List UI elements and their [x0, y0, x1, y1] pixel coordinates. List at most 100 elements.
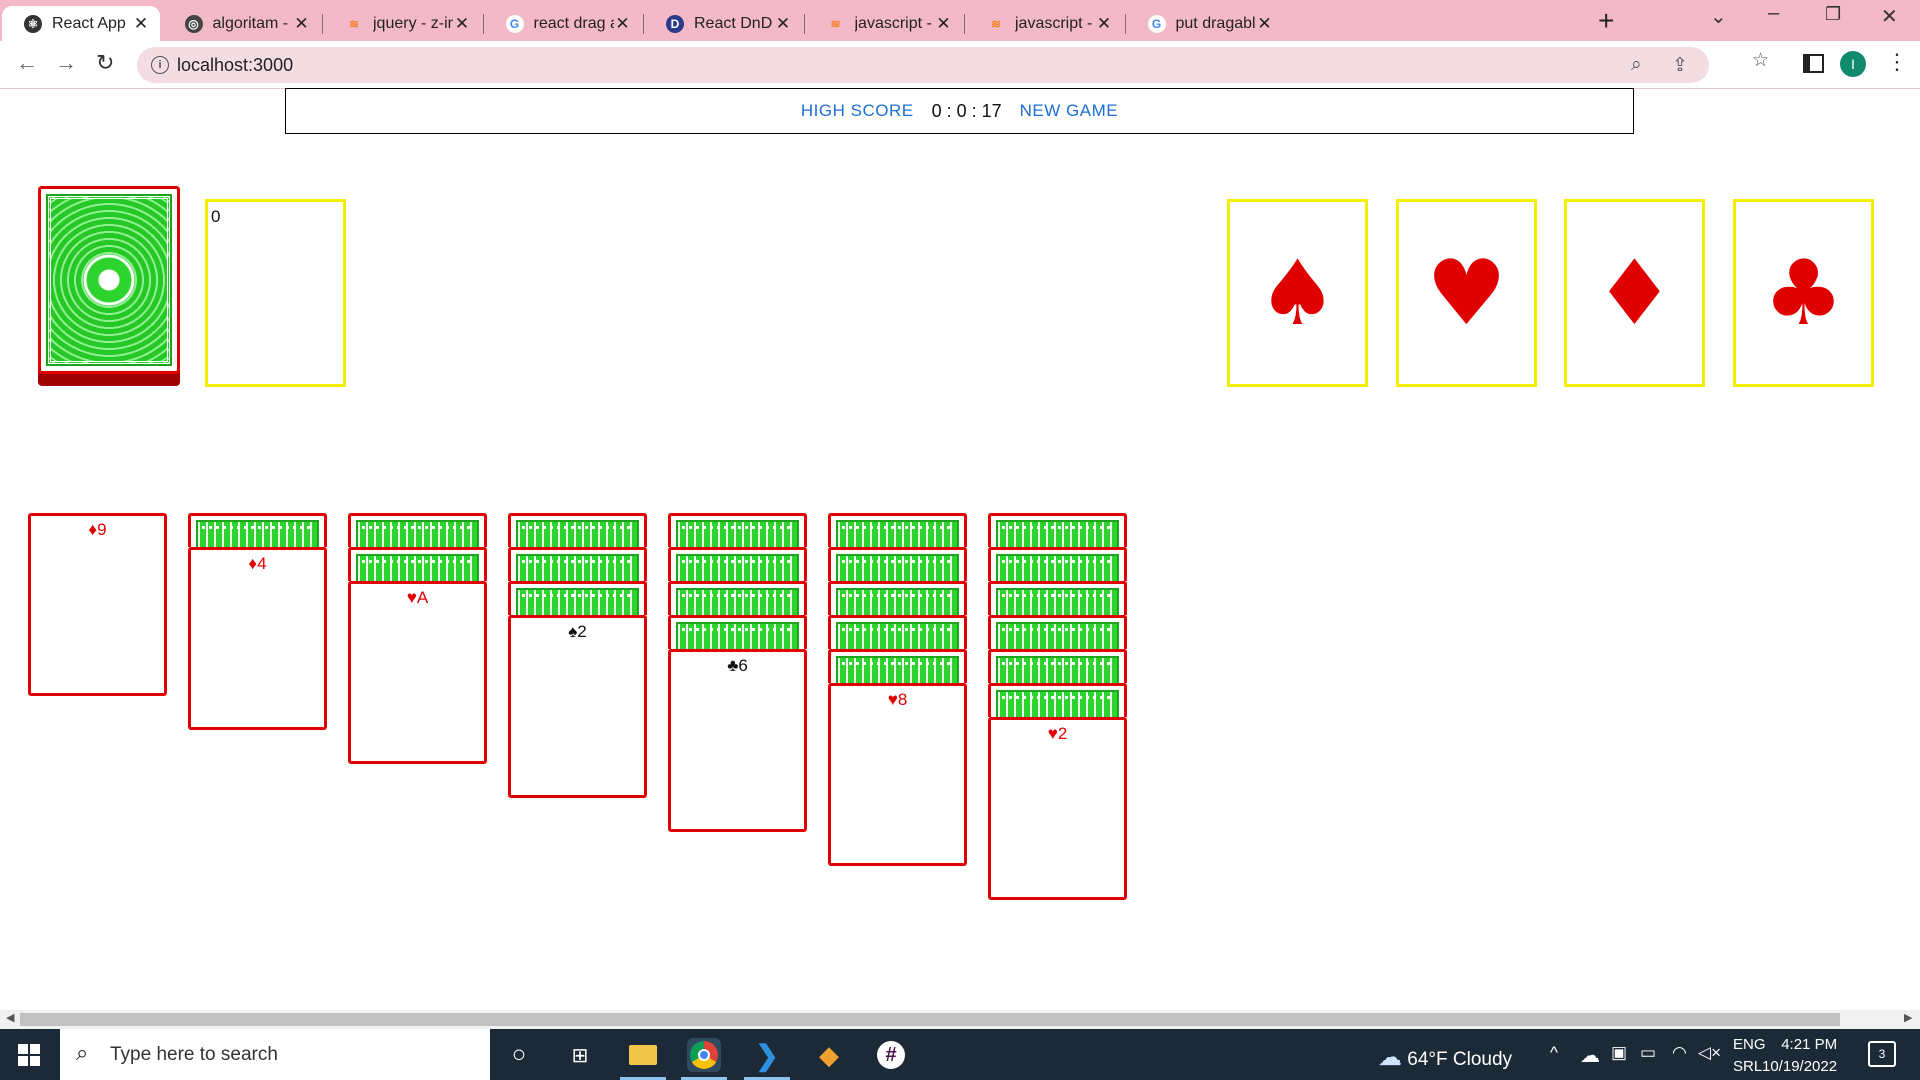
cloud-icon: ☁	[1378, 1044, 1402, 1071]
tab-title: React DnD	[694, 14, 773, 32]
stock-card-back[interactable]	[38, 186, 180, 374]
card-back-pattern	[996, 690, 1119, 717]
taskbar-search-input[interactable]: ⌕ Type here to search	[60, 1029, 490, 1080]
browser-tab[interactable]: ◎algoritam - Prevu✕	[163, 6, 321, 41]
card-back-pattern	[836, 622, 959, 649]
card-back-pattern	[996, 554, 1119, 581]
tab-close-icon[interactable]: ✕	[133, 13, 149, 33]
waste-pile[interactable]: 0	[205, 199, 346, 387]
card-back-pattern	[836, 656, 959, 683]
tab-search-chevron-icon[interactable]: ⌄	[1710, 6, 1727, 28]
face-up-card[interactable]: ♥2	[988, 717, 1127, 900]
chrome-active-indicator	[681, 1077, 727, 1080]
browser-tab[interactable]: ≋javascript - Prevu✕	[965, 6, 1123, 41]
react-app-icon: ⚛	[24, 14, 42, 33]
foundation-clubs[interactable]: ♣	[1733, 199, 1874, 387]
restore-icon[interactable]: ❐	[1825, 4, 1842, 24]
tab-separator	[803, 14, 805, 34]
card-back-pattern	[196, 520, 319, 547]
vscode-active-indicator	[744, 1077, 790, 1080]
stock-pile[interactable]	[38, 186, 180, 386]
url-text[interactable]: localhost:3000	[177, 55, 294, 75]
slack-icon[interactable]: #	[874, 1038, 908, 1072]
foundation-spades[interactable]: ♠	[1227, 199, 1368, 387]
face-up-card[interactable]: ♦4	[188, 547, 327, 730]
tab-close-icon[interactable]: ✕	[615, 13, 630, 33]
horizontal-scrollbar[interactable]: ◀ ▶	[0, 1010, 1920, 1029]
notification-center-icon[interactable]: 3	[1868, 1041, 1896, 1067]
reload-icon[interactable]: ↻	[96, 50, 115, 75]
browser-tab[interactable]: ⚛React App✕	[2, 6, 160, 41]
face-down-card	[988, 615, 1127, 649]
language-indicator[interactable]: ENG SRL	[1733, 1034, 1766, 1078]
volume-muted-icon[interactable]: ◁×	[1698, 1043, 1722, 1062]
close-window-icon[interactable]: ✕	[1881, 6, 1898, 28]
tab-title: javascript - Prevu	[1015, 14, 1095, 32]
card-label: ♠2	[568, 622, 587, 641]
meet-now-icon[interactable]: ▣	[1611, 1043, 1628, 1062]
zoom-icon[interactable]: ⌕	[1631, 54, 1642, 75]
tab-close-icon[interactable]: ✕	[936, 13, 951, 33]
card-back-pattern	[46, 194, 172, 366]
share-icon[interactable]: ⇪	[1672, 55, 1688, 76]
tab-title: javascript - How t	[854, 14, 935, 32]
windows-taskbar: ⌕ Type here to search ○ ⊞ ❯ ◆ # ☁ 64°F C…	[0, 1029, 1920, 1080]
scroll-right-arrow-icon[interactable]: ▶	[1904, 1012, 1913, 1024]
system-clock[interactable]: 4:21 PM 10/19/2022	[1762, 1034, 1837, 1078]
profile-avatar[interactable]: I	[1840, 51, 1866, 77]
tab-close-icon[interactable]: ✕	[454, 13, 470, 33]
browser-tab[interactable]: ≋jquery - z-index c✕	[323, 6, 481, 41]
git-kraken-icon[interactable]: ◆	[819, 1039, 839, 1070]
lang-code: ENG	[1733, 1036, 1766, 1053]
minimize-icon[interactable]: –	[1768, 2, 1780, 24]
face-up-card[interactable]: ♠2	[508, 615, 647, 798]
wifi-icon[interactable]: ◠	[1672, 1043, 1687, 1062]
scroll-left-arrow-icon[interactable]: ◀	[6, 1012, 15, 1024]
tab-close-icon[interactable]: ✕	[775, 13, 791, 33]
file-explorer-icon[interactable]	[626, 1038, 660, 1072]
clock-time: 4:21 PM	[1781, 1036, 1838, 1053]
new-game-link[interactable]: NEW GAME	[1019, 101, 1119, 120]
windows-start-icon[interactable]	[18, 1044, 40, 1066]
scrollbar-thumb[interactable]	[20, 1013, 1840, 1026]
face-down-card	[348, 513, 487, 547]
cortana-icon[interactable]: ○	[511, 1041, 527, 1068]
face-down-card	[508, 513, 647, 547]
card-back-pattern	[836, 554, 959, 581]
site-info-icon[interactable]: i	[151, 56, 169, 74]
bookmark-star-icon[interactable]: ☆	[1752, 50, 1770, 71]
card-label: ♥A	[406, 588, 429, 607]
foundation-hearts[interactable]: ♥	[1396, 199, 1537, 387]
task-view-icon[interactable]: ⊞	[571, 1044, 589, 1067]
forward-arrow-icon[interactable]: →	[55, 50, 77, 75]
address-bar[interactable]: i localhost:3000 ⇪ ⌕	[137, 47, 1709, 83]
tab-title: algoritam - Prevu	[212, 14, 293, 32]
show-hidden-icons-chevron-icon[interactable]: ^	[1550, 1043, 1558, 1062]
face-up-card[interactable]: ♣6	[668, 649, 807, 832]
tab-close-icon[interactable]: ✕	[294, 13, 309, 33]
menu-kebab-icon[interactable]: ⋮	[1886, 49, 1908, 74]
back-arrow-icon[interactable]: ←	[16, 50, 38, 75]
chrome-icon[interactable]	[687, 1038, 721, 1072]
high-score-link[interactable]: HIGH SCORE	[800, 101, 914, 120]
onedrive-cloud-icon[interactable]: ☁	[1580, 1045, 1600, 1067]
weather-widget[interactable]: ☁ 64°F Cloudy	[1378, 1043, 1512, 1072]
spades-icon: ♠	[1257, 241, 1338, 346]
face-down-card	[508, 547, 647, 581]
tab-close-icon[interactable]: ✕	[1096, 13, 1112, 33]
tab-close-icon[interactable]: ✕	[1257, 13, 1272, 33]
browser-tab[interactable]: ≋javascript - How t✕	[805, 6, 963, 41]
face-up-card[interactable]: ♥A	[348, 581, 487, 764]
side-panel-icon[interactable]	[1803, 54, 1824, 73]
card-back-pattern	[836, 588, 959, 615]
vscode-icon[interactable]: ❯	[755, 1039, 779, 1071]
battery-icon[interactable]: ▭	[1640, 1043, 1657, 1062]
keyboard-layout: SRL	[1733, 1058, 1763, 1075]
new-tab-button[interactable]: +	[1598, 5, 1615, 36]
face-up-card[interactable]: ♦9	[28, 513, 167, 696]
foundation-diamonds[interactable]: ♦	[1564, 199, 1705, 387]
face-up-card[interactable]: ♥8	[828, 683, 967, 866]
